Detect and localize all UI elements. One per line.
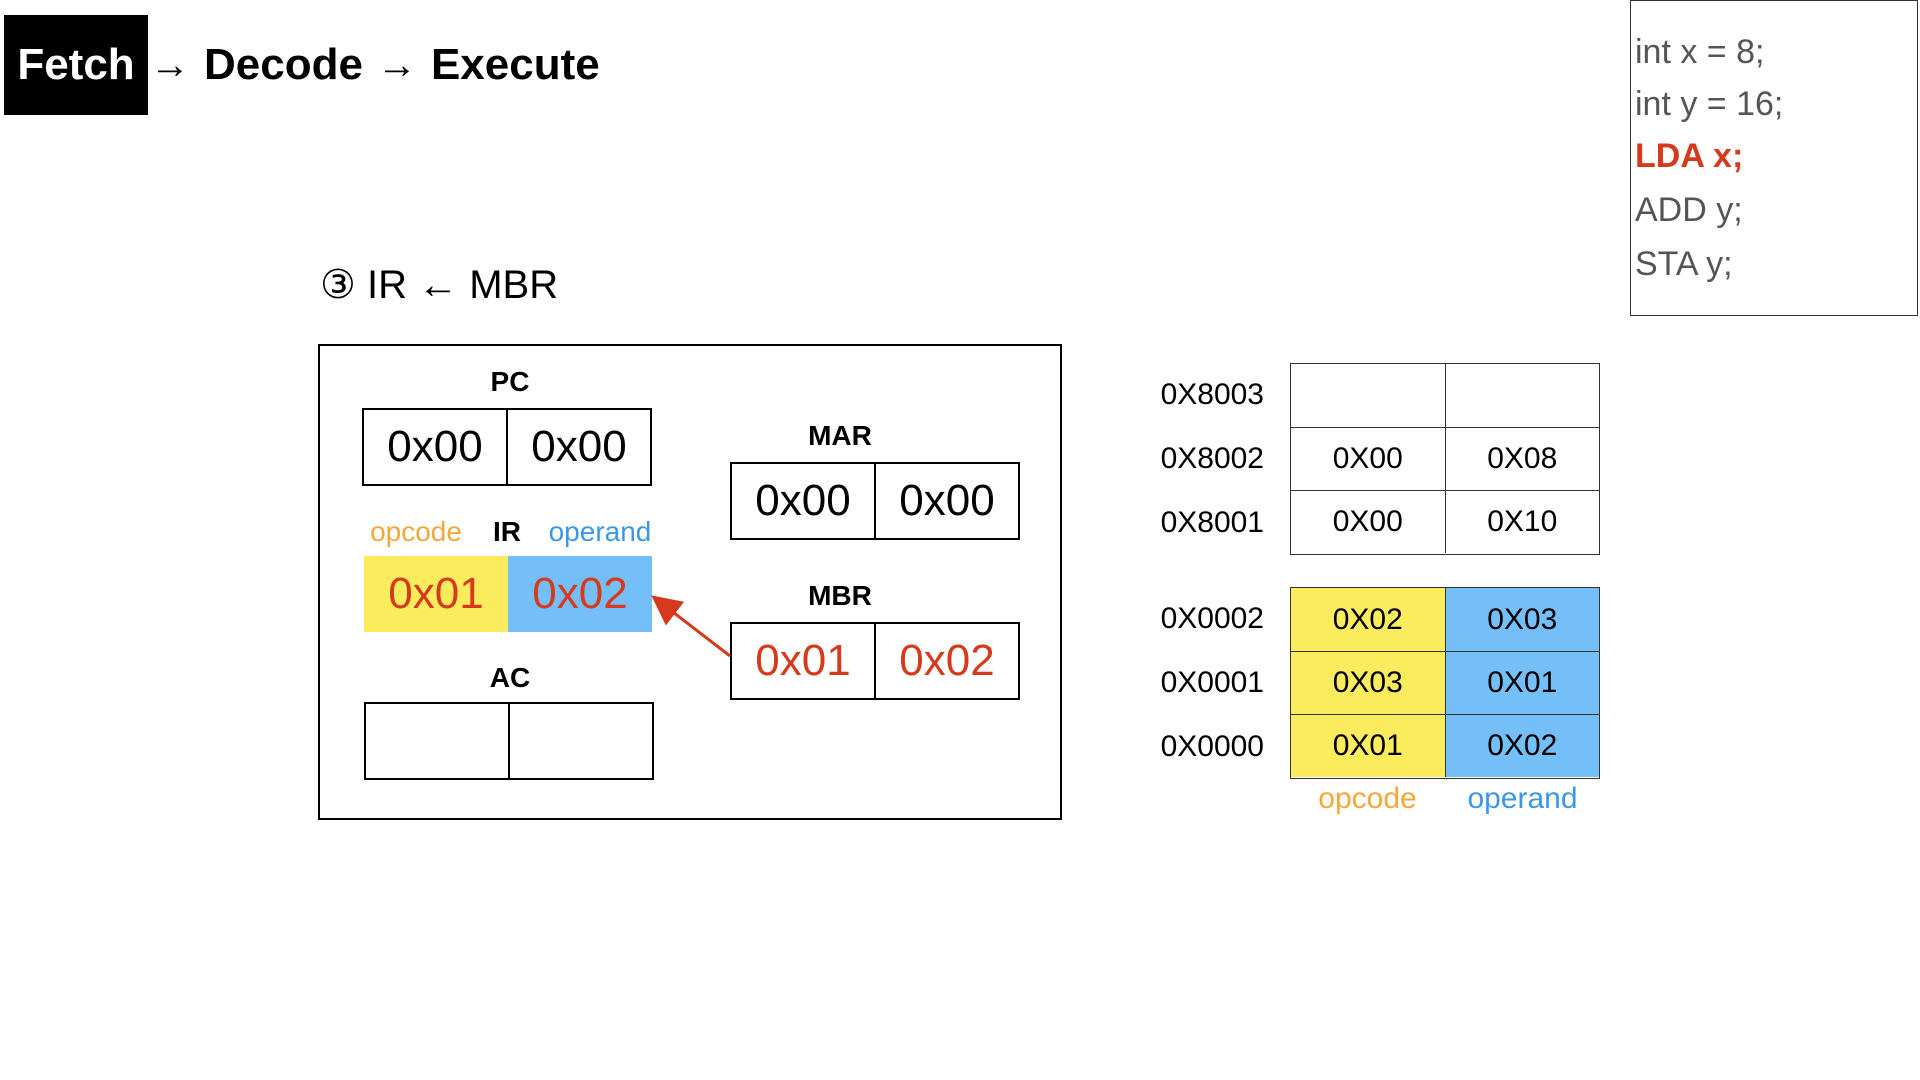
memory-row: 0X00 0X10 — [1291, 490, 1599, 553]
ir-opcode: 0x01 — [364, 556, 508, 632]
step-label: ③ IR ← MBR — [320, 263, 559, 307]
ac-low — [508, 704, 652, 778]
memory-cell — [1291, 364, 1445, 427]
memory-cell — [1444, 364, 1600, 427]
mbr-register: 0x01 0x02 — [730, 622, 1020, 700]
ac-label: AC — [489, 662, 531, 693]
memory-cell: 0X08 — [1444, 428, 1600, 490]
arrow-icon: → — [376, 42, 417, 87]
memory-operand-legend: operand — [1467, 782, 1578, 815]
code-line: int x = 8; — [1635, 33, 1765, 71]
memory-row — [1291, 364, 1599, 427]
memory-row: 0X02 0X03 — [1291, 588, 1599, 651]
ir-operand-label: operand — [548, 516, 652, 547]
memory-operand-cell: 0X02 — [1444, 715, 1599, 777]
execute-stage-label: Execute — [430, 40, 600, 89]
ac-register — [364, 702, 654, 780]
memory-operand-cell: 0X03 — [1444, 588, 1599, 651]
mar-high: 0x00 — [755, 476, 851, 525]
memory-address: 0X0001 — [1160, 666, 1264, 699]
memory-opcode-cell: 0X01 — [1291, 715, 1445, 777]
fetch-text: Fetch — [17, 40, 135, 89]
mbr-high: 0x01 — [755, 636, 851, 685]
memory-opcode-legend: opcode — [1318, 782, 1417, 815]
memory-cell: 0X10 — [1444, 491, 1600, 553]
code-line-current: LDA x; — [1635, 137, 1744, 175]
memory-address: 0X8002 — [1160, 442, 1264, 475]
memory-address: 0X8003 — [1160, 378, 1264, 411]
ir-register: 0x01 0x02 — [364, 556, 652, 632]
memory-row: 0X00 0X08 — [1291, 427, 1599, 490]
arrow-icon: → — [150, 42, 190, 87]
memory-cell: 0X00 — [1332, 442, 1403, 475]
ir-operand: 0x02 — [508, 556, 652, 632]
memory-operand-cell: 0X01 — [1444, 652, 1599, 714]
memory-address: 0X8001 — [1160, 506, 1264, 539]
stage-sequence: → Decode → Execute — [150, 35, 600, 95]
fetch-stage-label: Fetch — [4, 15, 148, 115]
memory-opcode-cell: 0X02 — [1291, 588, 1445, 651]
pc-register: 0x00 0x00 — [362, 408, 652, 486]
memory-opcode-cell: 0X03 — [1291, 652, 1445, 714]
ir-label: IR — [493, 516, 521, 547]
memory-code-grid: 0X02 0X03 0X03 0X01 0X01 0X02 — [1290, 587, 1600, 779]
transfer-arrow-icon — [651, 595, 731, 658]
mar-register: 0x00 0x00 — [730, 462, 1020, 540]
memory-row: 0X01 0X02 — [1291, 714, 1599, 777]
ir-opcode-label: opcode — [370, 516, 462, 547]
memory-data-grid: 0X00 0X08 0X00 0X10 — [1290, 363, 1600, 555]
pc-high: 0x00 — [387, 422, 483, 471]
memory-address: 0X0002 — [1160, 602, 1264, 635]
decode-stage-label: Decode — [204, 40, 363, 89]
mbr-low: 0x02 — [874, 624, 1018, 698]
pc-low: 0x00 — [506, 410, 650, 484]
pc-label: PC — [490, 366, 530, 397]
memory-address: 0X0000 — [1160, 730, 1264, 763]
mar-label: MAR — [808, 420, 872, 451]
mar-low: 0x00 — [874, 464, 1018, 538]
code-line: ADD y; — [1635, 191, 1743, 229]
cpu-box: PC 0x00 0x00 opcode IR operand 0x01 0x02… — [318, 344, 1062, 820]
mbr-label: MBR — [808, 580, 872, 611]
code-line: STA y; — [1635, 245, 1733, 283]
memory-row: 0X03 0X01 — [1291, 651, 1599, 714]
code-panel: int x = 8; int y = 16; LDA x; ADD y; STA… — [1630, 0, 1918, 316]
memory-cell: 0X00 — [1332, 505, 1403, 538]
code-line: int y = 16; — [1635, 85, 1784, 123]
